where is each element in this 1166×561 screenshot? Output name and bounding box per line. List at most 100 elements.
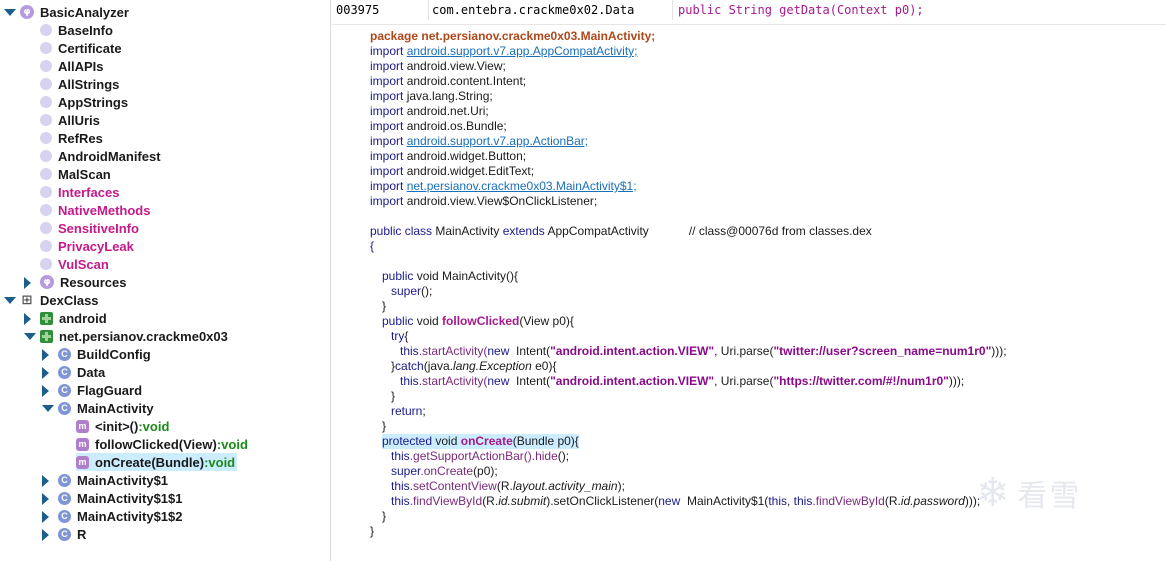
collapse-arrow-icon[interactable] xyxy=(24,331,36,341)
code-line[interactable]: import android.net.Uri; xyxy=(370,104,489,119)
class-icon: C xyxy=(58,365,71,379)
result-signature[interactable]: public String getData(Context p0); xyxy=(678,3,924,17)
collapse-arrow-icon[interactable] xyxy=(4,295,16,305)
code-line[interactable]: public class MainActivity extends AppCom… xyxy=(370,224,872,239)
code-line[interactable]: this.findViewById(R.id.submit).setOnClic… xyxy=(391,494,980,509)
code-line[interactable]: }catch(java.lang.Exception e0){ xyxy=(391,359,556,374)
code-line[interactable]: import android.widget.EditText; xyxy=(370,164,534,179)
code-line[interactable]: import android.view.View$OnClickListener… xyxy=(370,194,597,209)
code-line[interactable]: } xyxy=(382,299,386,314)
code-line[interactable]: return; xyxy=(391,404,426,419)
code-token: onCreate xyxy=(460,434,513,448)
tree-item-alluris[interactable]: AllUris xyxy=(40,111,100,129)
code-line[interactable]: protected void onCreate(Bundle p0){ xyxy=(382,434,579,449)
code-line[interactable]: package net.persianov.crackme0x03.MainAc… xyxy=(370,29,655,44)
tree-item-privacyleak[interactable]: PrivacyLeak xyxy=(40,237,134,255)
code-token[interactable]: android.support.v7.app.AppCompatActivity… xyxy=(406,44,638,58)
code-token: "android.intent.action.VIEW" xyxy=(550,344,715,358)
collapse-arrow-icon[interactable] xyxy=(4,7,16,17)
code-line[interactable]: import android.support.v7.app.AppCompatA… xyxy=(370,44,637,59)
search-result-bar[interactable]: 003975 com.entebra.crackme0x02.Data publ… xyxy=(332,0,1166,25)
code-line[interactable]: } xyxy=(382,509,386,524)
tree-node-android[interactable]: android xyxy=(40,309,107,327)
tree-label: AllStrings xyxy=(58,76,120,92)
tree-item-sensitiveinfo[interactable]: SensitiveInfo xyxy=(40,219,139,237)
code-line[interactable]: this.setContentView(R.layout.activity_ma… xyxy=(391,479,625,494)
expand-arrow-icon[interactable] xyxy=(42,367,52,379)
code-line[interactable]: { xyxy=(370,239,374,254)
expand-arrow-icon[interactable] xyxy=(42,529,52,541)
expand-arrow-icon[interactable] xyxy=(42,385,52,397)
tree-item-vulscan[interactable]: VulScan xyxy=(40,255,109,273)
code-line[interactable]: import android.os.Bundle; xyxy=(370,119,507,134)
code-token: import xyxy=(370,134,407,148)
tree-class-data[interactable]: C Data xyxy=(58,363,105,381)
tree-node-dexclass[interactable]: ⊞DexClass xyxy=(20,291,99,309)
code-line[interactable]: import android.widget.Button; xyxy=(370,149,526,164)
code-line[interactable]: } xyxy=(391,389,395,404)
code-line[interactable]: try{ xyxy=(391,329,408,344)
code-line[interactable]: } xyxy=(370,524,374,539)
method-return-type: :void xyxy=(138,418,170,434)
tree-item-nativemethods[interactable]: NativeMethods xyxy=(40,201,150,219)
code-line[interactable]: import java.lang.String; xyxy=(370,89,493,104)
tree-method-0[interactable]: m<init>():void xyxy=(76,417,169,435)
tree-item-androidmanifest[interactable]: AndroidManifest xyxy=(40,147,161,165)
expand-arrow-icon[interactable] xyxy=(42,475,52,487)
code-token: this xyxy=(391,494,410,508)
expand-arrow-icon[interactable] xyxy=(24,313,34,325)
item-dot-icon xyxy=(40,168,52,180)
code-line[interactable]: import android.content.Intent; xyxy=(370,74,526,89)
tree-node-app-package[interactable]: net.persianov.crackme0x03 xyxy=(40,327,228,345)
tree-item-allapis[interactable]: AllAPIs xyxy=(40,57,104,75)
code-line[interactable]: import android.view.View; xyxy=(370,59,506,74)
code-token: // class@00076d from classes.dex xyxy=(688,224,872,238)
expand-arrow-icon[interactable] xyxy=(42,493,52,505)
code-token[interactable]: android.support.v7.app.ActionBar; xyxy=(406,134,589,148)
code-line[interactable]: this.startActivity(new Intent("android.i… xyxy=(400,374,964,389)
code-line[interactable]: super(); xyxy=(391,284,432,299)
expand-arrow-icon[interactable] xyxy=(42,511,52,523)
code-token: } xyxy=(382,299,387,313)
code-line[interactable]: public void followClicked(View p0){ xyxy=(382,314,574,329)
code-token[interactable]: net.persianov.crackme0x03.MainActivity$1… xyxy=(406,179,637,193)
code-token: ))); xyxy=(948,374,965,388)
tree-label: R xyxy=(77,526,87,542)
expand-arrow-icon[interactable] xyxy=(24,277,34,289)
tree-item-malscan[interactable]: MalScan xyxy=(40,165,111,183)
code-line[interactable]: super.onCreate(p0); xyxy=(391,464,498,479)
decompiled-code-view[interactable]: package net.persianov.crackme0x03.MainAc… xyxy=(332,27,1166,561)
code-token: (); xyxy=(421,284,433,298)
tree-item-certificate[interactable]: Certificate xyxy=(40,39,122,57)
code-line[interactable]: this.startActivity(new Intent("android.i… xyxy=(400,344,1007,359)
result-class[interactable]: com.entebra.crackme0x02.Data xyxy=(428,0,673,20)
code-line[interactable]: } xyxy=(382,419,386,434)
collapse-arrow-icon[interactable] xyxy=(42,403,54,413)
code-line[interactable]: import android.support.v7.app.ActionBar; xyxy=(370,134,588,149)
result-offset[interactable]: 003975 xyxy=(332,0,429,20)
code-line[interactable]: import net.persianov.crackme0x03.MainAct… xyxy=(370,179,637,194)
expand-arrow-icon[interactable] xyxy=(42,349,52,361)
code-line[interactable]: this.getSupportActionBar().hide(); xyxy=(391,449,569,464)
tree-label: Data xyxy=(77,364,106,380)
code-line[interactable]: public void MainActivity(){ xyxy=(382,269,518,284)
tree-item-appstrings[interactable]: AppStrings xyxy=(40,93,128,111)
tree-item-interfaces[interactable]: Interfaces xyxy=(40,183,119,201)
tree-item-baseinfo[interactable]: BaseInfo xyxy=(40,21,113,39)
tree-item-allstrings[interactable]: AllStrings xyxy=(40,75,119,93)
tree-label: AllUris xyxy=(58,112,100,128)
tree-item-refres[interactable]: RefRes xyxy=(40,129,103,147)
code-token: android.view.View$OnClickListener; xyxy=(406,194,598,208)
